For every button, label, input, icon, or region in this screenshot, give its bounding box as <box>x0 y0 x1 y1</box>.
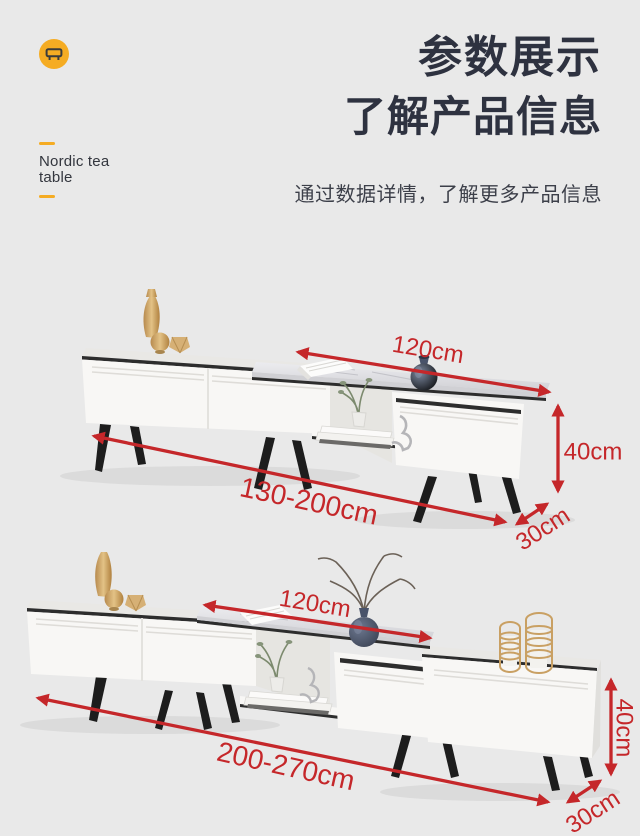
page-title: 参数展示 <box>418 33 602 82</box>
dimension-top-length-1: 120cm <box>390 331 466 370</box>
product-photo-1: 120cm 40cm 130-200cm 30cm <box>60 289 623 550</box>
brand-badge <box>39 39 69 69</box>
dimension-length-range-2: 200-270cm <box>214 736 357 797</box>
tea-table-icon <box>45 48 63 60</box>
tagline-dash-bottom <box>39 195 55 198</box>
page-description: 通过数据详情，了解更多产品信息 <box>294 184 602 206</box>
tagline-block: Nordic tea table <box>39 142 109 198</box>
product-photo-2: 120cm 40cm 200-270cm 30cm <box>20 552 638 836</box>
headline-block: 参数展示 了解产品信息 通过数据详情，了解更多产品信息 <box>295 36 603 207</box>
tagline-line2: table <box>39 169 73 186</box>
page-subtitle: 了解产品信息 <box>343 93 602 140</box>
tagline-dash-top <box>39 142 55 145</box>
dimension-height-2: 40cm <box>611 699 638 758</box>
dimension-height-1: 40cm <box>564 439 623 466</box>
tagline-line1: Nordic tea <box>39 153 110 170</box>
